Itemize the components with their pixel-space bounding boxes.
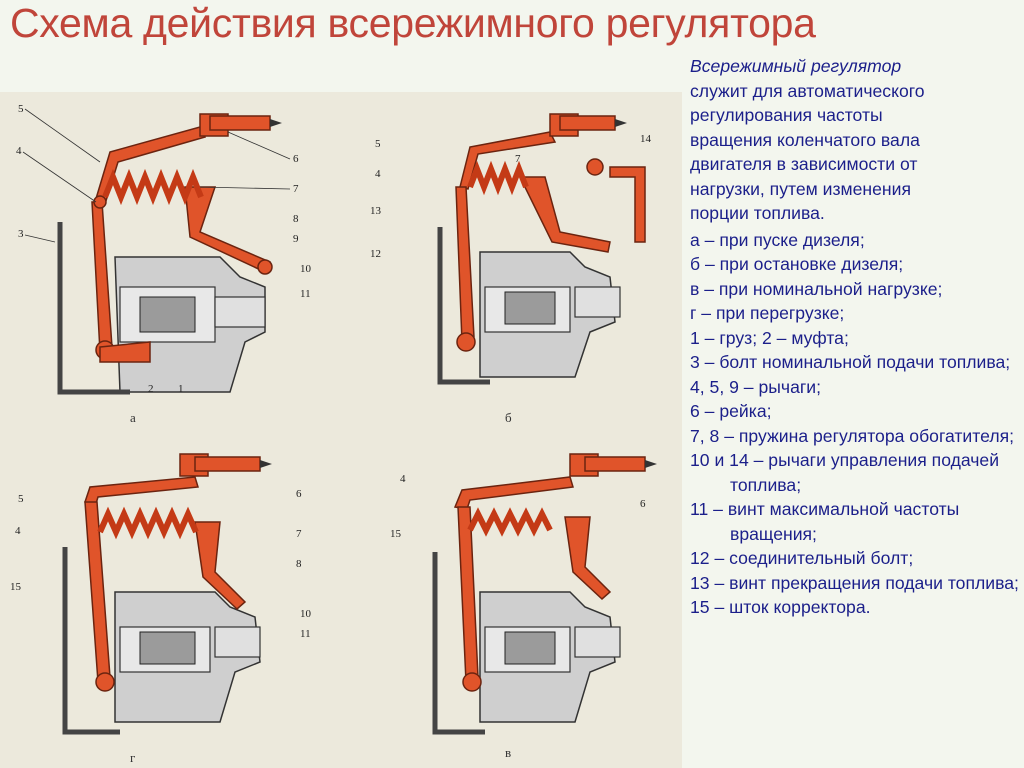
- svg-text:10: 10: [300, 263, 312, 275]
- svg-text:2: 2: [148, 383, 154, 395]
- svg-text:5: 5: [18, 103, 24, 115]
- intro-line: порции топлива.: [690, 203, 825, 223]
- text-panel: Всережимный регулятор служит для автомат…: [690, 54, 1020, 620]
- svg-text:11: 11: [300, 628, 311, 640]
- svg-text:6: 6: [293, 153, 299, 165]
- intro-line: нагрузки, путем изменения: [690, 178, 911, 199]
- svg-text:6: 6: [296, 488, 302, 500]
- svg-text:4: 4: [16, 145, 22, 157]
- svg-text:1: 1: [178, 383, 184, 395]
- svg-text:6: 6: [640, 498, 646, 510]
- svg-text:15: 15: [10, 581, 22, 593]
- regulator-diagram: 5 4 3 6 7 8 9 10 11 2 1 а: [0, 92, 682, 768]
- legend-item: 6 – рейка;: [690, 401, 772, 421]
- svg-text:5: 5: [375, 138, 381, 150]
- svg-text:7: 7: [296, 528, 302, 540]
- figure-a-label: а: [130, 410, 136, 425]
- figure-a: 5 4 3 6 7 8 9 10 11 2 1 а: [16, 103, 312, 425]
- figure-v: 4 6 15 в: [390, 453, 657, 760]
- figure-v-label: в: [505, 745, 511, 760]
- legend-item: 15 – шток корректора.: [690, 597, 871, 617]
- figure-b: 5 14 4 7 13 12 б: [370, 113, 652, 425]
- intro-line: регулирования частоты: [690, 105, 883, 125]
- svg-text:5: 5: [18, 493, 24, 505]
- svg-text:4: 4: [15, 525, 21, 537]
- svg-text:10: 10: [300, 608, 312, 620]
- legend-item: 1 – груз; 2 – муфта;: [690, 327, 849, 348]
- svg-text:8: 8: [293, 213, 299, 225]
- svg-text:12: 12: [370, 248, 381, 260]
- legend-item: в – при номинальной нагрузке;: [690, 278, 943, 299]
- intro-emphasis: Всережимный регулятор: [690, 56, 902, 76]
- svg-text:7: 7: [515, 153, 521, 165]
- intro-line: вращения коленчатого вала: [690, 129, 920, 150]
- legend-item: 13 – винт прекращения подачи топлива;: [690, 572, 1019, 593]
- svg-text:15: 15: [390, 528, 402, 540]
- legend-item: 12 – соединительный болт;: [690, 548, 914, 568]
- figure-g: 5 6 4 7 15 8 10 11 г: [10, 453, 312, 765]
- figure-b-label: б: [505, 410, 512, 425]
- svg-text:13: 13: [370, 205, 382, 217]
- figure-g-label: г: [130, 750, 135, 765]
- svg-text:4: 4: [375, 168, 381, 180]
- legend-item: 4, 5, 9 – рычаги;: [690, 376, 821, 397]
- intro-line: служит для автоматического: [690, 80, 925, 101]
- svg-text:4: 4: [400, 473, 406, 485]
- intro-line: двигателя в зависимости от: [690, 154, 918, 174]
- svg-text:9: 9: [293, 233, 299, 245]
- svg-text:11: 11: [300, 288, 311, 300]
- svg-text:8: 8: [296, 558, 302, 570]
- svg-text:14: 14: [640, 133, 652, 145]
- legend-item: г – при перегрузке;: [690, 303, 845, 323]
- svg-text:3: 3: [18, 228, 24, 240]
- legend-item: 10 и 14 – рычаги управления подачей топл…: [690, 450, 1000, 495]
- legend-item: 3 – болт номинальной подачи топлива;: [690, 352, 1011, 372]
- intro-text: Всережимный регулятор служит для автомат…: [690, 54, 1020, 226]
- legend-item: а – при пуске дизеля;: [690, 229, 865, 250]
- legend-item: б – при остановке дизеля;: [690, 254, 904, 274]
- legend-item: 7, 8 – пружина регулятора обогатителя;: [690, 425, 1014, 446]
- slide-title: Схема действия всережимного регулятора: [10, 0, 816, 46]
- legend-item: 11 – винт максимальной частоты вращения;: [690, 499, 960, 544]
- svg-text:7: 7: [293, 183, 299, 195]
